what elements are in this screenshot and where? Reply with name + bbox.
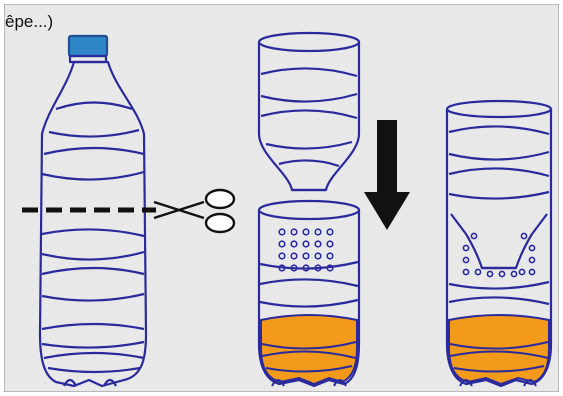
diagram-panel: [4, 4, 559, 392]
bottle-cap: [69, 36, 107, 56]
caption-text: êpe...): [5, 12, 53, 32]
